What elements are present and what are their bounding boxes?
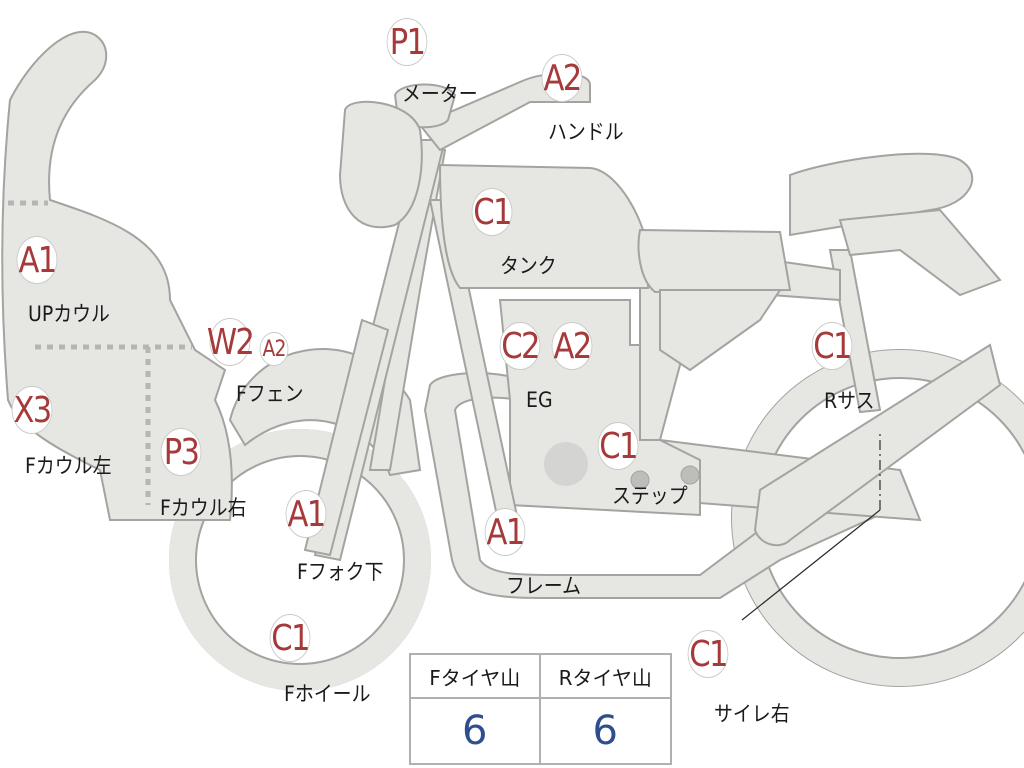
label-up-cowl: UPカウル: [28, 302, 110, 326]
seat-front: [637, 228, 792, 294]
front-fork-lower: [303, 318, 390, 557]
code-badge-engine-1: C2: [499, 322, 540, 370]
code-badge-f-fender: W2: [207, 318, 255, 366]
label-side-right: サイレ右: [714, 702, 790, 726]
code-badge-f-fork: A1: [285, 490, 327, 538]
rear-suspension: [753, 343, 1002, 547]
code-badge-handle: A2: [541, 54, 583, 102]
label-step: ステップ: [612, 484, 688, 508]
label-f-fork: Fフォク下: [297, 560, 384, 584]
code-badge-r-sus: C1: [811, 322, 852, 370]
headlight: [338, 100, 423, 229]
label-frame: フレーム: [506, 574, 582, 598]
label-f-cowl-left: Fカウル左: [25, 454, 112, 478]
value-front-tire: 6: [411, 699, 541, 763]
label-engine: EG: [526, 388, 553, 412]
tail-cowl: [659, 289, 782, 372]
header-rear-tire: Rタイヤ山: [540, 655, 670, 699]
label-tank: タンク: [500, 254, 557, 278]
label-f-wheel: Fホイール: [284, 682, 371, 706]
code-badge-up-cowl: A1: [16, 236, 58, 284]
code-badge-frame: A1: [484, 508, 526, 556]
value-rear-tire: 6: [592, 708, 618, 754]
code-badge-step: C1: [597, 422, 638, 470]
code-badge-engine-2: A2: [551, 322, 593, 370]
header-front-tire: Fタイヤ山: [411, 655, 541, 699]
code-badge-tank: C1: [471, 188, 512, 236]
label-r-sus: Rサス: [824, 389, 875, 413]
frame-loop: [423, 372, 914, 599]
label-f-fender: Fフェン: [236, 382, 304, 406]
code-badge-f-cowl-left: X3: [11, 386, 53, 434]
rear-frame-stay: [838, 208, 1002, 297]
seat-rear: [789, 152, 974, 237]
label-meter: メーター: [402, 82, 478, 106]
code-badge-f-cowl-right: P3: [160, 428, 202, 476]
code-badge-meter: P1: [386, 18, 428, 66]
label-f-cowl-right: Fカウル右: [160, 496, 247, 520]
code-badge-f-wheel: C1: [269, 614, 310, 662]
tire-tread-table: Fタイヤ山 Rタイヤ山 6 6: [409, 653, 672, 765]
upper-cowl: [1, 30, 233, 521]
label-handle: ハンドル: [548, 120, 624, 144]
code-badge-side-right: C1: [687, 630, 728, 678]
front-wheel: [169, 429, 431, 691]
code-badge-f-fender-2: A2: [259, 332, 289, 366]
